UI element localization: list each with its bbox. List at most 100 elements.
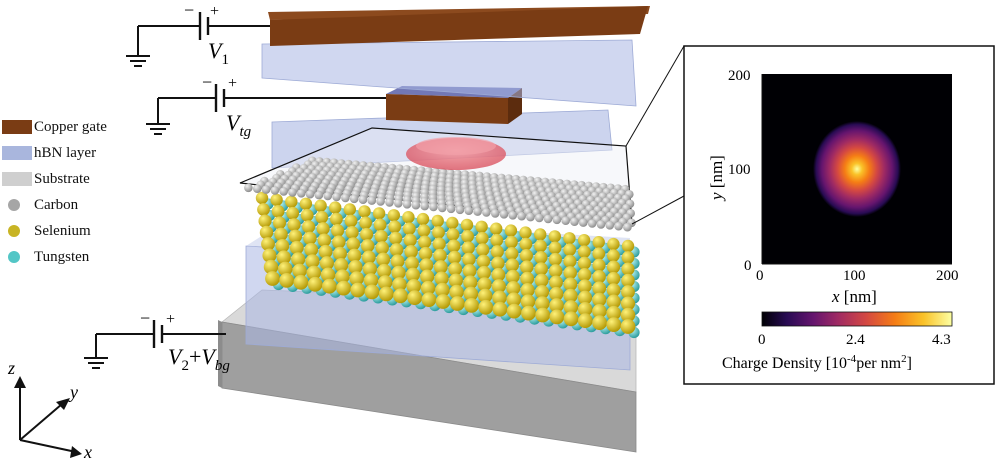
heatmap (762, 74, 952, 264)
selenium-atom (449, 284, 464, 300)
legend-item-copper-gate: Copper gate (0, 114, 140, 140)
axis-z-label: z (7, 358, 15, 378)
selenium-atom (276, 250, 291, 265)
selenium-atom (476, 243, 490, 257)
selenium-atom (432, 226, 445, 239)
carbon-atoms (244, 156, 636, 232)
y-axis-label: y [nm] (707, 155, 726, 202)
selenium-atom (620, 307, 636, 323)
selenium-atom (549, 286, 564, 301)
selenium-atom (592, 236, 605, 249)
selenium-atom (377, 263, 392, 278)
selenium-atom (255, 191, 269, 205)
selenium-atom (376, 252, 391, 267)
selenium-atom (390, 254, 405, 269)
selenium-atom (463, 286, 479, 302)
selenium-atom (475, 220, 488, 233)
selenium-atom (475, 231, 489, 245)
y-tick-0: 0 (744, 258, 752, 274)
selenium-atom (389, 243, 404, 257)
selenium-atom (279, 273, 295, 288)
selenium-atom (563, 266, 577, 280)
selenium-atom (330, 212, 343, 226)
carbon-atom (587, 219, 597, 228)
selenium-atom (548, 252, 562, 266)
selenium-atom (318, 244, 333, 259)
selenium-atom (336, 280, 351, 296)
selenium-atom (504, 224, 518, 237)
carbon-atom (579, 218, 588, 227)
selenium-atom (606, 317, 622, 332)
selenium-atom (418, 246, 433, 261)
selenium-atom (407, 290, 423, 306)
carbon-atom (464, 206, 474, 215)
selenium-atom (563, 311, 579, 327)
selenium-atom (406, 278, 422, 294)
carbon-atom (323, 191, 333, 201)
selenium-atom (592, 247, 606, 261)
selenium-atom (535, 296, 550, 311)
selenium-atom (421, 292, 437, 307)
selenium-atom (520, 294, 536, 309)
selenium-atom (549, 309, 565, 325)
selenium-atom (322, 278, 337, 294)
selenium-atom (506, 292, 522, 307)
selenium-atom (521, 305, 536, 321)
charge-puddle-top (416, 137, 496, 155)
selenium-atom (275, 239, 290, 253)
selenium-atom (519, 249, 533, 263)
carbon-atom (244, 183, 253, 193)
selenium-atom (606, 283, 621, 297)
selenium-atom (334, 258, 349, 273)
v1-plus: + (210, 3, 219, 20)
selenium-atom (447, 239, 461, 253)
selenium-atom (257, 203, 270, 216)
selenium-atom (329, 201, 342, 214)
vbg-minus: − (140, 308, 150, 328)
selenium-atom (463, 275, 478, 290)
selenium-atom (359, 216, 372, 230)
carbon-atom (332, 192, 341, 202)
carbon-dot (8, 199, 20, 211)
selenium-atom (350, 282, 366, 298)
selenium-atom (331, 224, 345, 238)
selenium-atom (505, 269, 520, 284)
selenium-atom (534, 239, 547, 253)
selenium-atom (346, 237, 361, 251)
selenium-atom (420, 269, 435, 284)
carbon-atom (349, 194, 359, 204)
selenium-atom (534, 250, 548, 265)
wse2-layer (255, 191, 640, 339)
selenium-atom (418, 235, 432, 249)
carbon-atom (508, 211, 518, 220)
selenium-atom (490, 245, 504, 259)
x-tick-100: 100 (843, 268, 866, 284)
carbon-atom (288, 188, 297, 197)
selenium-atom (477, 265, 491, 280)
axis-y-label: y (68, 382, 78, 402)
y-tick-200: 200 (728, 68, 751, 84)
selenium-atom (344, 214, 358, 228)
selenium-atom (432, 237, 446, 251)
selenium-atom (620, 296, 636, 311)
carbon-atom (314, 190, 324, 200)
selenium-atom (563, 300, 579, 315)
selenium-atom (577, 313, 593, 329)
x-axis-label: x [nm] (831, 287, 877, 306)
v1-minus: − (184, 0, 194, 20)
selenium-atom (372, 207, 386, 220)
selenium-atom (490, 222, 503, 235)
heatmap-axes (761, 74, 952, 265)
carbon-atom (596, 220, 606, 229)
carbon-atom (270, 186, 280, 195)
carbon-atom (252, 184, 262, 193)
selenium-atom (343, 203, 356, 216)
selenium-atom (405, 267, 420, 282)
selenium-atom (405, 256, 419, 271)
selenium-atom (362, 261, 377, 276)
carbon-atom (446, 204, 456, 214)
selenium-atom (606, 305, 621, 321)
carbon-atom (482, 208, 491, 217)
selenium-atom (360, 239, 375, 253)
